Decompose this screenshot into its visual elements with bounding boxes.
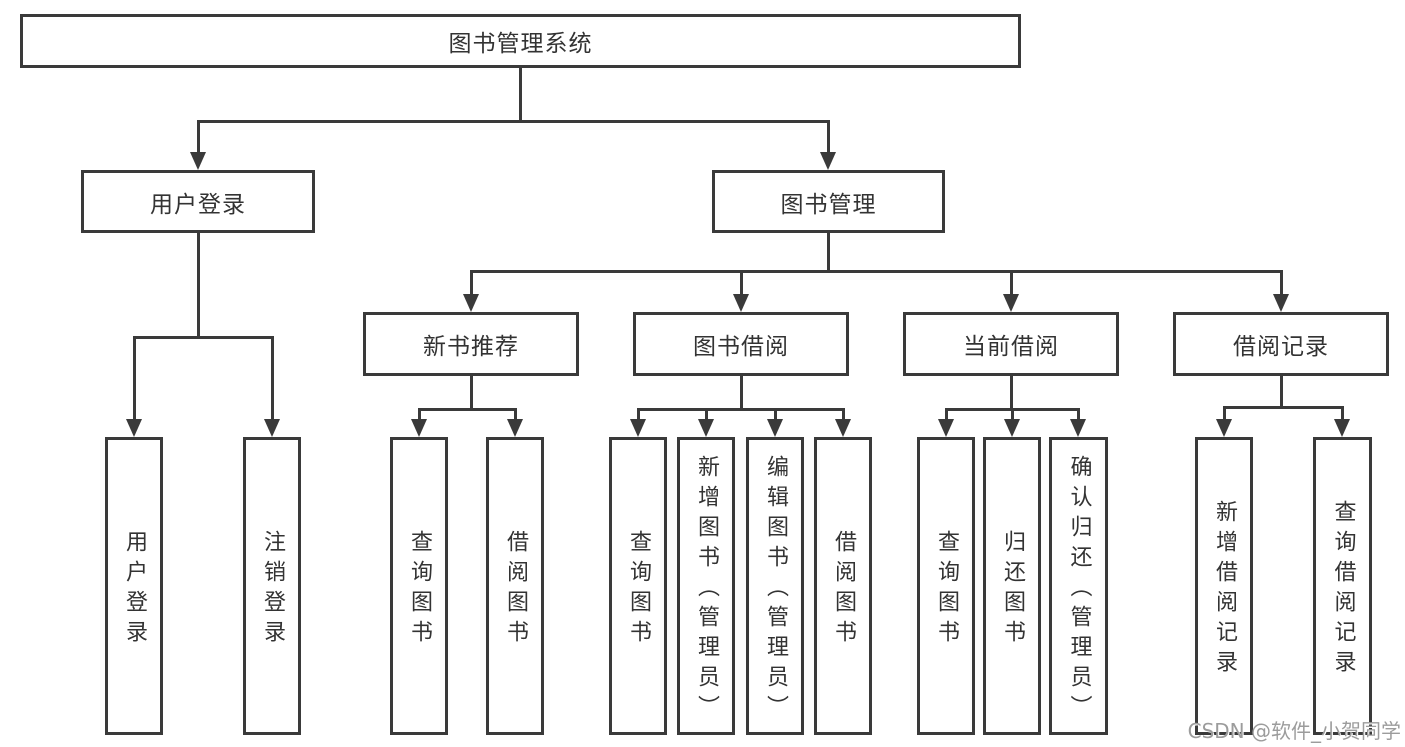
node-label: 借阅图书 <box>831 530 856 650</box>
connector-line <box>705 408 708 422</box>
arrowhead <box>1004 419 1020 437</box>
node-user-login: 用户登录 <box>81 170 315 233</box>
node-label: 查询图书 <box>626 530 651 650</box>
node-borrowing-records: 借阅记录 <box>1173 312 1389 376</box>
arrowhead <box>1334 419 1350 437</box>
arrowhead <box>190 152 206 170</box>
arrowhead <box>835 419 851 437</box>
node-label: 新增借阅记录 <box>1212 500 1237 680</box>
arrowhead <box>411 419 427 437</box>
arrowhead <box>767 419 783 437</box>
arrowhead <box>1070 419 1086 437</box>
node-label: 新增图书（管理员） <box>694 455 719 725</box>
connector-line <box>197 120 200 154</box>
connector-line <box>1341 406 1344 422</box>
node-book-management: 图书管理 <box>712 170 945 233</box>
connector-line <box>637 408 845 411</box>
connector-line <box>1010 270 1013 296</box>
connector-line <box>271 336 274 421</box>
node-label: 图书管理 <box>780 191 877 218</box>
arrowhead <box>1216 419 1232 437</box>
arrowhead <box>630 419 646 437</box>
connector-line <box>1223 406 1344 409</box>
connector-line <box>637 408 640 422</box>
connector-line <box>827 120 830 154</box>
leaf-borrow-books: 借阅图书 <box>814 437 872 735</box>
node-label: 查询图书 <box>934 530 959 650</box>
leaf-confirm-return-admin: 确认归还（管理员） <box>1049 437 1108 735</box>
leaf-query-books-current: 查询图书 <box>917 437 975 735</box>
arrowhead <box>820 152 836 170</box>
connector-line <box>470 270 1283 273</box>
connector-line <box>1223 406 1226 422</box>
node-label: 借阅图书 <box>503 530 528 650</box>
node-label: 用户登录 <box>122 530 147 650</box>
node-label: 查询图书 <box>407 530 432 650</box>
node-label: 查询借阅记录 <box>1330 500 1356 680</box>
node-label: 编辑图书（管理员） <box>763 455 788 725</box>
connector-line <box>1010 376 1013 411</box>
node-label: 注销登录 <box>260 530 285 650</box>
watermark: CSDN @软件_小贺同学 <box>1187 719 1401 743</box>
node-label: 图书借阅 <box>693 334 789 360</box>
leaf-query-books-recommend: 查询图书 <box>390 437 448 735</box>
connector-line <box>1280 376 1283 409</box>
arrowhead <box>126 419 142 437</box>
connector-line <box>1011 408 1014 422</box>
arrowhead <box>1003 294 1019 312</box>
leaf-logout: 注销登录 <box>243 437 301 735</box>
node-label: 借阅记录 <box>1233 334 1329 360</box>
connector-line <box>1077 408 1080 422</box>
arrowhead <box>1273 294 1289 312</box>
leaf-edit-books-admin: 编辑图书（管理员） <box>746 437 804 735</box>
node-label: 当前借阅 <box>963 334 1059 360</box>
node-current-borrowing: 当前借阅 <box>903 312 1119 376</box>
connector-line <box>470 270 473 296</box>
connector-line <box>1280 270 1283 296</box>
connector-line <box>519 68 522 120</box>
leaf-borrow-books-recommend: 借阅图书 <box>486 437 544 735</box>
connector-line <box>418 408 421 422</box>
leaf-query-borrow-record: 查询借阅记录 <box>1313 437 1372 735</box>
node-book-borrowing: 图书借阅 <box>633 312 849 376</box>
node-label: 归还图书 <box>1000 530 1025 650</box>
node-label: 新书推荐 <box>423 334 519 360</box>
connector-line <box>197 233 200 339</box>
connector-line <box>197 120 830 123</box>
node-label: 用户登录 <box>150 191 246 218</box>
leaf-add-books-admin: 新增图书（管理员） <box>677 437 735 735</box>
leaf-query-books-borrowing: 查询图书 <box>609 437 667 735</box>
connector-line <box>514 408 517 422</box>
arrowhead <box>463 294 479 312</box>
arrowhead <box>698 419 714 437</box>
connector-line <box>470 376 473 411</box>
arrowhead <box>264 419 280 437</box>
node-root-label: 图书管理系统 <box>448 31 593 57</box>
connector-line <box>418 408 517 411</box>
connector-line <box>774 408 777 422</box>
arrowhead <box>507 419 523 437</box>
connector-line <box>945 408 948 422</box>
arrowhead <box>733 294 749 312</box>
connector-line <box>740 270 743 296</box>
arrowhead <box>938 419 954 437</box>
connector-line <box>827 233 830 273</box>
connector-line <box>133 336 136 421</box>
node-root: 图书管理系统 <box>20 14 1021 68</box>
connector-line <box>133 336 274 339</box>
connector-line <box>740 376 743 411</box>
connector-line <box>842 408 845 422</box>
leaf-add-borrow-record: 新增借阅记录 <box>1195 437 1253 735</box>
leaf-return-books: 归还图书 <box>983 437 1041 735</box>
leaf-user-login: 用户登录 <box>105 437 163 735</box>
node-label: 确认归还（管理员） <box>1066 455 1092 725</box>
node-new-book-recommend: 新书推荐 <box>363 312 579 376</box>
